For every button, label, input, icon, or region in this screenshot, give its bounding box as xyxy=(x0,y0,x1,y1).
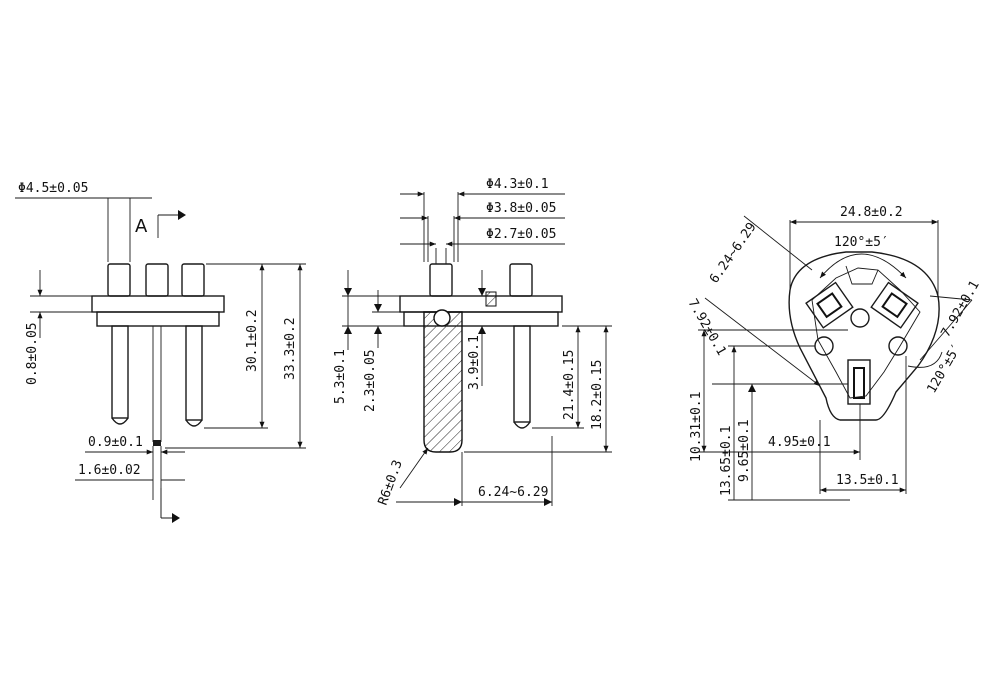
flange-top xyxy=(91,295,225,313)
dim-slot-right: 7.92±0.1 xyxy=(938,278,982,340)
dim-outer-diameter: Φ4.3±0.1 xyxy=(486,177,549,192)
socket-body xyxy=(788,251,940,421)
dim-short-pin-length: 30.1±0.2 xyxy=(245,309,260,372)
slot-right xyxy=(870,281,919,329)
dim-width-1: 4.95±0.1 xyxy=(768,435,831,450)
dim-mid-diameter: Φ3.8±0.05 xyxy=(486,201,556,216)
dim-slot-left: 7.92±0.1 xyxy=(685,297,729,359)
dim-pin-height: 21.4±0.15 xyxy=(562,350,577,420)
pin-middle-head xyxy=(145,263,169,297)
pin-left-tip xyxy=(111,417,129,425)
hole-left xyxy=(814,336,834,356)
flange-bottom xyxy=(96,311,220,327)
pin-left-head xyxy=(107,263,131,297)
dim-hole-height: 3.9±0.1 xyxy=(467,335,482,390)
dim-flange-thickness: 0.8±0.05 xyxy=(25,322,40,385)
dim-height-3: 9.65±0.1 xyxy=(737,419,752,482)
dim-angle-right: 120°±5′ xyxy=(924,341,964,396)
right-view: 24.8±0.2 120°±5′ 6.24~6.29 7.92±0.1 7.92… xyxy=(685,205,983,501)
dim-angle-top: 120°±5′ xyxy=(834,235,889,250)
dim-height-2: 13.65±0.1 xyxy=(719,426,734,496)
dim-wire-gap: 1.6±0.02 xyxy=(78,463,141,478)
dim-pin-height-2: 18.2±0.15 xyxy=(590,360,605,430)
hole-top xyxy=(850,308,870,328)
pin-right-head xyxy=(181,263,205,297)
middle-view: Φ4.3±0.1 Φ3.8±0.05 Φ2.7±0.05 5.3±0.1 2.3… xyxy=(333,177,612,507)
dim-flange-height: 2.3±0.05 xyxy=(363,349,378,412)
slot-bottom xyxy=(847,359,871,405)
dim-width: 24.8±0.2 xyxy=(840,205,903,220)
left-view: A Φ4.5±0.05 0.8±0.05 30.1±0.2 33.3±0.2 0… xyxy=(15,181,306,523)
dim-pin-diameter: Φ4.5±0.05 xyxy=(18,181,88,196)
dim-radius: R6±0.3 xyxy=(376,458,406,507)
dim-width-2: 13.5±0.1 xyxy=(836,473,899,488)
hole-right xyxy=(888,336,908,356)
dim-height-1: 10.31±0.1 xyxy=(689,392,704,462)
dim-pin-spacing: 6.24~6.29 xyxy=(478,485,548,500)
dim-diagonal-spacing: 6.24~6.29 xyxy=(707,220,760,286)
sectioned-pin xyxy=(423,311,463,453)
mid-pin-head xyxy=(429,263,453,297)
section-label: A xyxy=(135,216,148,237)
dim-top-height: 5.3±0.1 xyxy=(333,349,348,404)
dim-total-length: 33.3±0.2 xyxy=(283,317,298,380)
mid-flange xyxy=(399,295,563,313)
pin-hole xyxy=(433,309,451,327)
pin-right-body xyxy=(185,325,203,421)
dim-wire-diameter: 0.9±0.1 xyxy=(88,435,143,450)
dim-inner-diameter: Φ2.7±0.05 xyxy=(486,227,556,242)
slot-left xyxy=(805,281,854,329)
pin-left-body xyxy=(111,325,129,419)
